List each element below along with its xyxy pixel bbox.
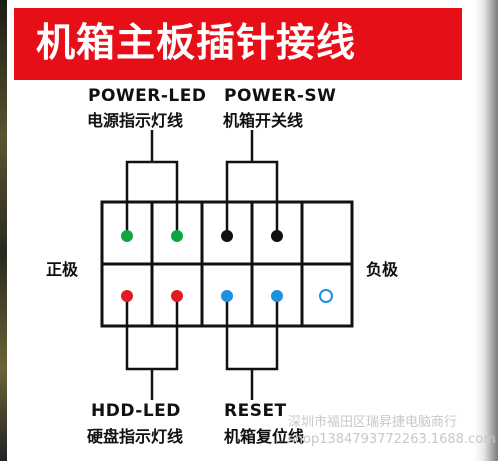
power-led-label-cn: 电源指示灯线 <box>87 111 184 130</box>
pin-cell <box>300 262 354 328</box>
hdd-led-label-cn: 硬盘指示灯线 <box>87 427 184 446</box>
watermark-shop-name: 深圳市福田区瑞昇捷电脑商行 <box>288 415 458 430</box>
connector-brackets <box>125 130 279 400</box>
bracket <box>225 130 279 236</box>
title-banner <box>14 8 462 80</box>
power-sw-label-cn: 机箱开关线 <box>223 111 304 130</box>
pin-p6 <box>121 290 133 302</box>
hdd-led-label: HDD-LED <box>91 401 181 421</box>
pin-p9 <box>271 290 283 302</box>
bracket <box>125 296 179 400</box>
pin-p4 <box>271 230 283 242</box>
left-edge-strip <box>0 0 7 461</box>
page-title: 机箱主板插针接线 <box>36 21 357 66</box>
pin-p10 <box>319 289 333 303</box>
power-led-label: POWER-LED <box>88 86 207 106</box>
bracket <box>225 296 279 400</box>
pin-p1 <box>121 230 133 242</box>
positive-label: 正极 <box>46 260 79 279</box>
watermark-shop-url: shop1384793772263.1688.com <box>288 432 496 447</box>
bracket <box>125 130 179 236</box>
pin-p7 <box>171 290 183 302</box>
pin-p2 <box>171 230 183 242</box>
pin-cell <box>300 200 354 266</box>
pin-p3 <box>221 230 233 242</box>
reset-label: RESET <box>224 401 287 421</box>
pin-p8 <box>221 290 233 302</box>
pins <box>121 230 333 303</box>
reset-label-cn: 机箱复位线 <box>224 427 305 446</box>
right-edge-strip <box>474 0 498 461</box>
power-sw-label: POWER-SW <box>224 86 337 106</box>
negative-label: 负极 <box>366 260 399 279</box>
